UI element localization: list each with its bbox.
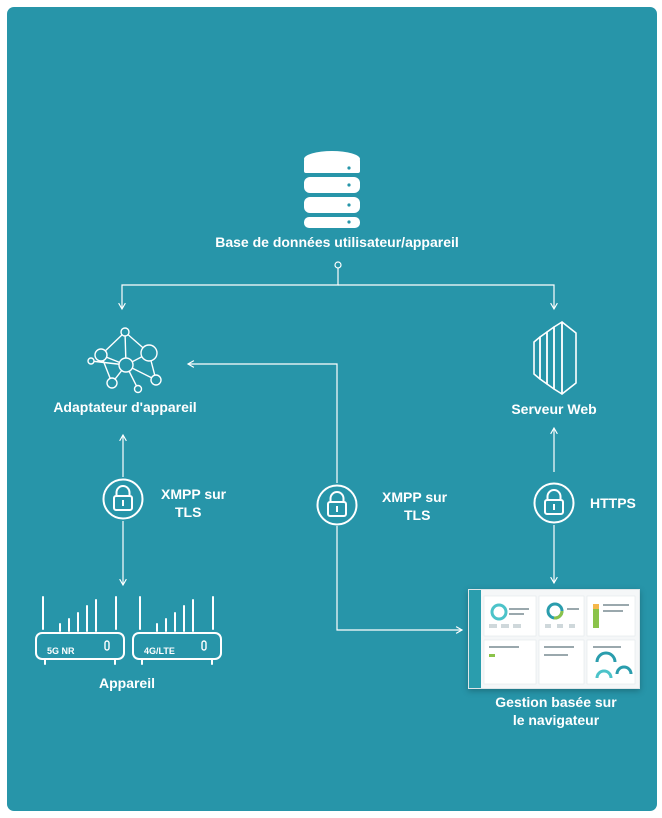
connectors [118, 261, 558, 634]
router-icon: 5G NR [33, 591, 127, 667]
diagram-panel: Base de données utilisateur/appareil Ada… [7, 7, 657, 811]
db-to-webserver-line [338, 284, 558, 311]
protocol-line: XMPP sur [382, 489, 448, 505]
device-adapter-label: Adaptateur d'appareil [53, 399, 197, 415]
router-badge: 5G NR [47, 646, 75, 656]
browser-adapter-line-bottom [336, 526, 464, 634]
protocol-line: TLS [175, 504, 202, 520]
network-graph-icon [87, 327, 162, 394]
router-badge: 4G/LTE [144, 646, 175, 656]
protocol-label-browser-webserver: HTTPS [590, 495, 636, 511]
split-point [334, 261, 342, 269]
dashboard-sidebar [469, 590, 481, 688]
db-to-adapter-line [118, 268, 339, 311]
label-line: le navigateur [512, 712, 600, 728]
lock-icon [316, 484, 358, 526]
protocol-line: TLS [404, 507, 431, 523]
browser-adapter-line-top [186, 360, 338, 483]
router-icon: 4G/LTE [130, 591, 224, 667]
database-icon [304, 151, 360, 228]
dashboard-screenshot [468, 589, 640, 689]
protocol-label-adapter-device: XMPP sur TLS [161, 485, 226, 521]
database-label: Base de données utilisateur/appareil [215, 234, 459, 250]
lock-icon [533, 482, 575, 524]
protocol-line: XMPP sur [161, 486, 227, 502]
browser-management-label: Gestion basée sur le navigateur [462, 693, 650, 729]
server-icon [533, 321, 577, 395]
device-label: Appareil [98, 675, 155, 691]
label-line: Gestion basée sur [495, 694, 617, 710]
lock-icon [102, 478, 144, 520]
protocol-label-browser-adapter: XMPP sur TLS [382, 488, 447, 524]
web-server-label: Serveur Web [511, 401, 597, 417]
